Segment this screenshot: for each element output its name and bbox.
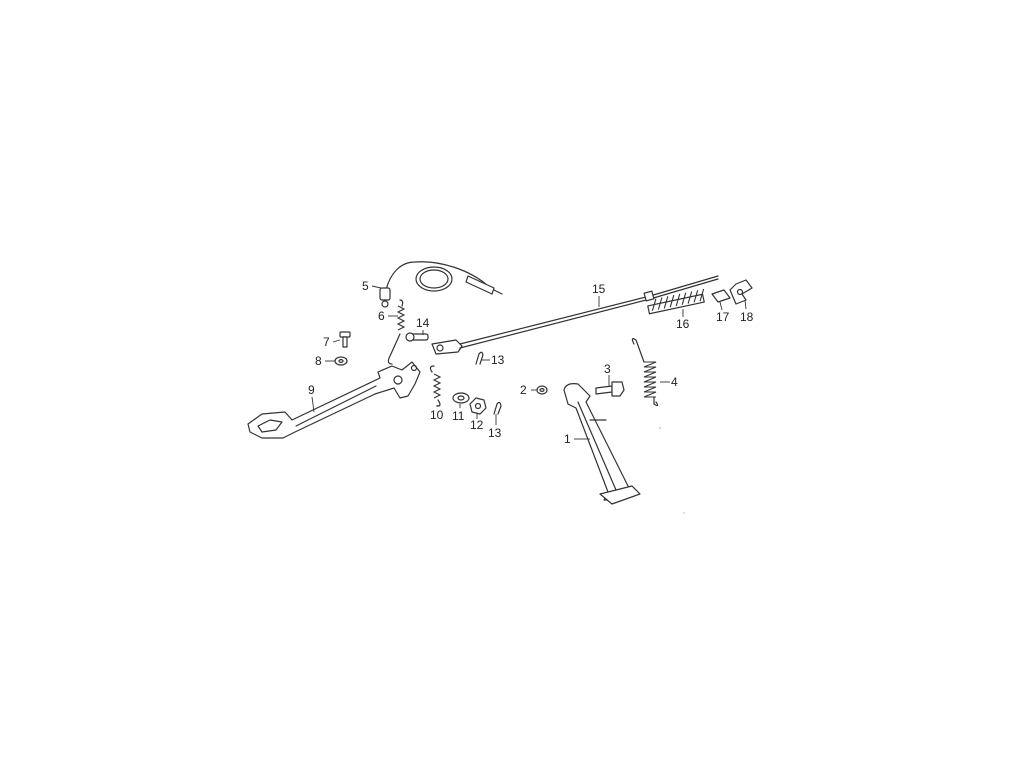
callout-16: 16 — [676, 317, 690, 331]
callout-13-lower: 13 — [488, 426, 502, 440]
callout-5: 5 — [362, 279, 369, 293]
leader-7 — [332, 339, 341, 343]
callout-11: 11 — [452, 409, 465, 423]
leader-9 — [311, 396, 315, 413]
brake-pedal-arm — [247, 361, 421, 439]
nut-12 — [469, 397, 487, 415]
adjusting-nut — [729, 279, 753, 305]
leader-5 — [371, 285, 382, 289]
nut-2 — [536, 385, 548, 395]
leader-18 — [744, 299, 747, 310]
bolt — [339, 331, 351, 348]
brake-rod-joint — [431, 339, 463, 355]
return-spring-10 — [429, 365, 442, 407]
washer — [452, 392, 470, 404]
brake-rod-spring — [647, 288, 705, 315]
callout-3: 3 — [604, 362, 611, 376]
collar — [711, 289, 731, 303]
callout-17: 17 — [716, 310, 730, 324]
callout-2: 2 — [520, 383, 527, 397]
callout-14: 14 — [416, 316, 430, 330]
brake-cable-coiled — [379, 261, 503, 308]
callout-18: 18 — [740, 310, 754, 324]
cotter-pin-lower — [493, 401, 502, 415]
pivot-bolt — [595, 381, 625, 397]
callout-4: 4 — [671, 375, 678, 389]
callout-15: 15 — [592, 282, 606, 296]
speck — [683, 512, 685, 514]
speck — [659, 427, 661, 429]
nut — [334, 356, 348, 366]
stand-spring — [631, 338, 659, 407]
callout-10: 10 — [430, 408, 444, 422]
side-stand — [563, 383, 641, 505]
callout-6: 6 — [378, 309, 385, 323]
brake-rod — [459, 275, 719, 349]
return-spring-small — [387, 299, 406, 365]
callout-7: 7 — [323, 335, 330, 349]
callout-13-upper: 13 — [491, 353, 505, 367]
callout-8: 8 — [315, 354, 322, 368]
callout-9: 9 — [308, 383, 315, 397]
callout-1: 1 — [564, 432, 571, 446]
leader-17 — [719, 301, 723, 311]
joint-pin — [405, 332, 429, 342]
cotter-pin-upper — [475, 351, 484, 365]
callout-12: 12 — [470, 418, 484, 432]
